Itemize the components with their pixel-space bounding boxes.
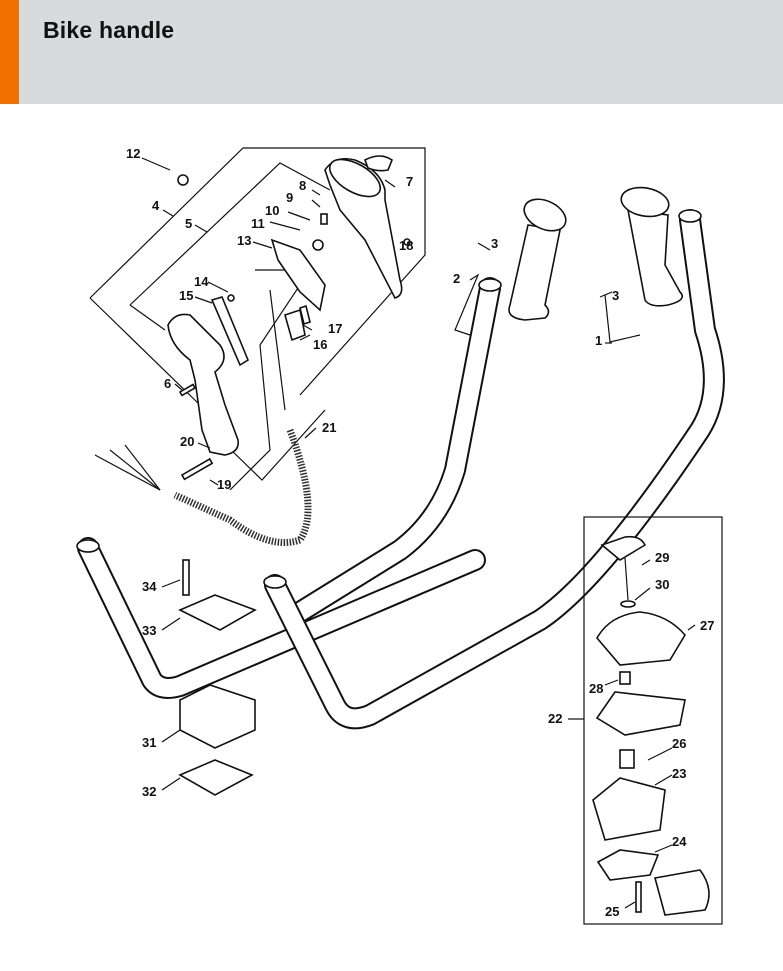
part-10-screw[interactable] — [320, 213, 328, 225]
part-32-lower-clamp[interactable] — [178, 759, 254, 796]
tube-end-center — [263, 575, 287, 589]
grip-right[interactable] — [619, 184, 684, 307]
callout-1[interactable]: 1 — [595, 333, 602, 348]
callout-20[interactable]: 20 — [180, 434, 194, 449]
part-18-nut[interactable] — [403, 238, 411, 246]
part-11-spring[interactable] — [312, 239, 324, 251]
part-24-clamp[interactable] — [596, 849, 660, 881]
part-25-screw[interactable] — [635, 881, 642, 913]
callout-19[interactable]: 19 — [217, 477, 231, 492]
callout-30[interactable]: 30 — [655, 577, 669, 592]
callout-3b[interactable]: 3 — [612, 288, 619, 303]
header-accent-bar — [0, 0, 19, 104]
part-14-spring[interactable] — [227, 294, 235, 302]
tube-end-left — [76, 539, 100, 553]
part-26-spring[interactable] — [619, 749, 635, 769]
part-34-screw[interactable] — [182, 559, 190, 596]
callout-25[interactable]: 25 — [605, 904, 619, 919]
callout-32[interactable]: 32 — [142, 784, 156, 799]
part-27-cover[interactable] — [596, 611, 686, 666]
part-23-housing[interactable] — [592, 777, 666, 841]
part-19-screw[interactable] — [180, 457, 214, 481]
leader-lines — [141, 157, 696, 909]
assembly-bracket-21 — [229, 269, 301, 491]
callout-26[interactable]: 26 — [672, 736, 686, 751]
callout-33[interactable]: 33 — [142, 623, 156, 638]
part-30-washer[interactable] — [620, 600, 636, 608]
part-29-knob[interactable] — [600, 535, 647, 561]
part-6-screw[interactable] — [178, 383, 197, 397]
callout-3a[interactable]: 3 — [491, 236, 498, 251]
callout-16[interactable]: 16 — [313, 337, 327, 352]
part-12-spring[interactable] — [177, 174, 189, 186]
callout-13[interactable]: 13 — [237, 233, 251, 248]
callout-34[interactable]: 34 — [142, 579, 157, 594]
part-15-trigger[interactable] — [210, 296, 249, 367]
part-17[interactable] — [299, 304, 311, 326]
callout-4[interactable]: 4 — [152, 198, 160, 213]
part-16[interactable] — [284, 308, 306, 342]
callout-21[interactable]: 21 — [322, 420, 336, 435]
tube-end-2 — [478, 278, 502, 292]
callout-15[interactable]: 15 — [179, 288, 193, 303]
callout-17[interactable]: 17 — [328, 321, 342, 336]
callout-23[interactable]: 23 — [672, 766, 686, 781]
callout-24[interactable]: 24 — [672, 834, 687, 849]
callout-10[interactable]: 10 — [265, 203, 279, 218]
callout-31[interactable]: 31 — [142, 735, 156, 750]
callout-2[interactable]: 2 — [453, 271, 460, 286]
callout-29[interactable]: 29 — [655, 550, 669, 565]
detail-box-22 — [583, 516, 723, 925]
callout-18[interactable]: 18 — [399, 238, 413, 253]
assembly-bracket-4 — [89, 147, 426, 406]
handlebar-left-tube[interactable] — [76, 277, 502, 699]
tube-section — [653, 869, 710, 916]
switch-housing[interactable] — [324, 152, 403, 299]
callout-6[interactable]: 6 — [164, 376, 171, 391]
callout-12[interactable]: 12 — [126, 146, 140, 161]
part-33-upper-clamp[interactable] — [178, 594, 257, 631]
callout-28[interactable]: 28 — [589, 681, 603, 696]
callout-22[interactable]: 22 — [548, 711, 562, 726]
callout-5[interactable]: 5 — [185, 216, 192, 231]
part-22-body[interactable] — [595, 691, 686, 736]
page-header: Bike handle — [0, 0, 783, 104]
part-31-clamp-block[interactable] — [179, 684, 256, 749]
part-13-lever[interactable] — [270, 238, 326, 312]
callout-8[interactable]: 8 — [299, 178, 306, 193]
callout-9[interactable]: 9 — [286, 190, 293, 205]
callout-27[interactable]: 27 — [700, 618, 714, 633]
grip-left[interactable] — [508, 193, 571, 321]
callout-14[interactable]: 14 — [194, 274, 209, 289]
part-28-spring[interactable] — [619, 671, 631, 685]
part-7-knob[interactable] — [364, 155, 393, 172]
callout-7[interactable]: 7 — [406, 174, 413, 189]
control-handle[interactable] — [167, 313, 240, 456]
callout-11[interactable]: 11 — [251, 216, 265, 231]
part-21-cable[interactable] — [94, 289, 312, 546]
part-29-bolt — [624, 557, 629, 601]
page-title: Bike handle — [43, 17, 175, 43]
tube-end-1 — [678, 209, 702, 223]
